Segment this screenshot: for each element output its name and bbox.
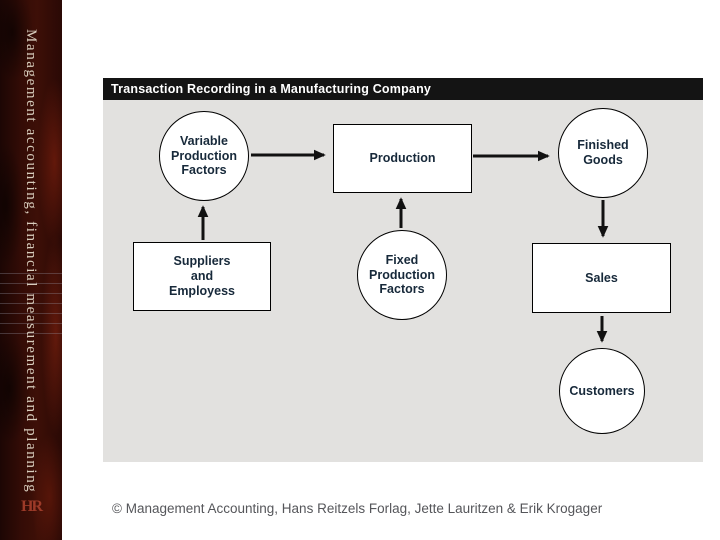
sidebar: Management accounting, financial measure… <box>0 0 62 540</box>
node-production: Production <box>333 124 472 193</box>
node-label: Suppliers and Employess <box>168 254 235 298</box>
sidebar-spine-text: Management accounting, financial measure… <box>23 28 39 494</box>
node-fixed-production-factors: Fixed Production Factors <box>357 230 447 320</box>
sidebar-pinstripes <box>0 273 62 339</box>
node-suppliers-and-employess: Suppliers and Employess <box>133 242 271 311</box>
node-sales: Sales <box>532 243 671 313</box>
diagram-panel: Transaction Recording in a Manufacturing… <box>103 78 703 462</box>
node-customers: Customers <box>559 348 645 434</box>
copyright-caption: © Management Accounting, Hans Reitzels F… <box>112 501 603 516</box>
publisher-logo: HR <box>21 498 43 515</box>
node-label: Finished Goods <box>577 138 629 167</box>
node-label: Fixed Production Factors <box>369 252 435 297</box>
node-label: Production <box>369 151 436 166</box>
node-label: Customers <box>569 383 635 398</box>
flow-arrows <box>197 149 609 343</box>
node-variable-production-factors: Variable Production Factors <box>159 111 249 201</box>
node-finished-goods: Finished Goods <box>558 108 648 198</box>
diagram-title-bar: Transaction Recording in a Manufacturing… <box>103 78 703 100</box>
diagram-title: Transaction Recording in a Manufacturing… <box>111 82 432 96</box>
node-label: Variable Production Factors <box>171 133 237 178</box>
node-label: Sales <box>585 270 618 285</box>
